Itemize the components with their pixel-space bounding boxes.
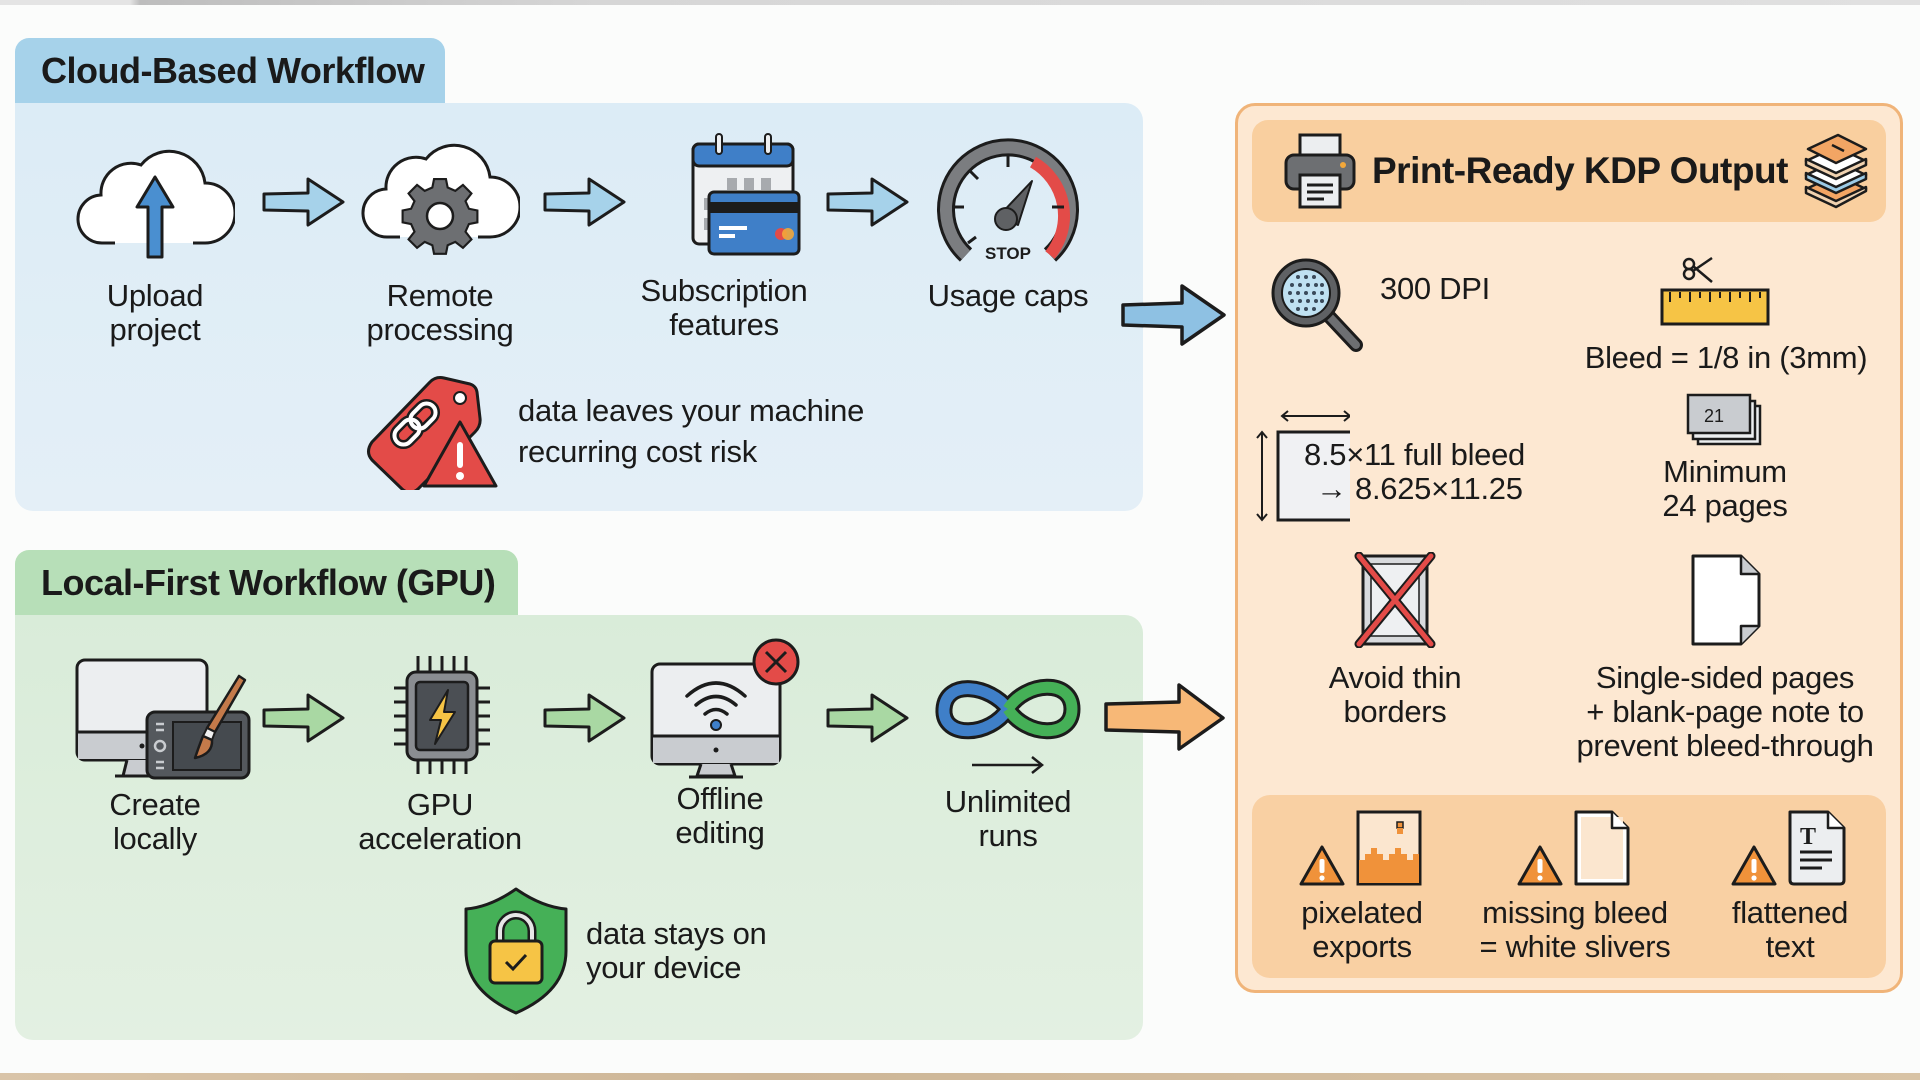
- note-line1: data leaves your machine: [518, 393, 865, 428]
- local-to-kdp-arrow: [1104, 683, 1225, 751]
- pixelated-image-icon: [1356, 810, 1422, 886]
- page-dimensions-icon: [1256, 410, 1350, 522]
- warning-triangle-icon: [1299, 845, 1345, 886]
- kdp-output-header: Print-Ready KDP Output: [1252, 120, 1886, 222]
- pitfall-label-line2: text: [1765, 929, 1815, 964]
- calendar-credit-card-icon: [691, 133, 801, 256]
- step-label-line2: project: [109, 312, 201, 347]
- printer-icon: [1284, 133, 1356, 209]
- spec-label-line2: + blank-page note to: [1586, 694, 1864, 729]
- cloud-risk-note: data leaves your machine recurring cost r…: [362, 372, 864, 490]
- spec-label-line2: 24 pages: [1662, 488, 1788, 523]
- spec-label-line1: Minimum: [1663, 454, 1787, 489]
- spec-label-line1: 8.5×11 full bleed: [1304, 437, 1525, 472]
- flow-arrow: [543, 177, 626, 227]
- spec-label-line1: Single-sided pages: [1595, 660, 1855, 695]
- step-label-line1: Usage caps: [927, 278, 1089, 313]
- kdp-output-title: Print-Ready KDP Output: [1372, 150, 1788, 191]
- step-label-line2: runs: [978, 818, 1038, 853]
- bottom-edge-bar: [0, 1073, 1920, 1080]
- page-number-badge: 21: [1704, 406, 1724, 426]
- speedometer-stop-icon: STOP: [937, 138, 1079, 263]
- page-stack-icon: 21: [1686, 393, 1762, 446]
- spec-label-line1: Avoid thin: [1328, 660, 1462, 695]
- spec-label-line2: borders: [1343, 694, 1447, 729]
- pitfall-label-line2: exports: [1312, 929, 1412, 964]
- cloud-workflow-heading: Cloud-Based Workflow: [15, 38, 445, 104]
- gauge-stop-label: STOP: [985, 244, 1031, 263]
- step-label-line1: Offline: [676, 781, 764, 816]
- infinity-icon: [935, 678, 1081, 774]
- flow-arrow: [543, 693, 626, 743]
- book-stack-icon: [1804, 133, 1868, 209]
- blank-page-icon: [1691, 554, 1761, 646]
- step-label-line1: Remote: [386, 278, 494, 313]
- flow-arrow: [262, 693, 345, 743]
- local-workflow-heading: Local-First Workflow (GPU): [15, 550, 518, 616]
- cloud-step-usage-caps: STOP Usage caps: [898, 135, 1118, 313]
- flow-arrow: [826, 693, 909, 743]
- scissors-ruler-icon: [1660, 256, 1770, 326]
- price-tag-warning-icon: [367, 376, 498, 490]
- step-label-line2: processing: [366, 312, 514, 347]
- spec-label-line3: prevent bleed-through: [1576, 728, 1874, 763]
- kdp-spec-bleed: Bleed = 1/8 in (3mm): [1566, 252, 1886, 375]
- step-label-line2: editing: [675, 815, 765, 850]
- shield-lock-icon: [464, 887, 568, 1015]
- pitfall-missing-bleed: missing bleed= white slivers: [1470, 808, 1680, 964]
- svg-text:T: T: [1800, 824, 1816, 850]
- step-label-line1: Unlimited: [944, 784, 1072, 819]
- kdp-spec-dimensions: 8.5×11 full bleed → 8.625×11.25: [1250, 408, 1570, 528]
- note-line2: your device: [586, 950, 742, 985]
- note-line1: data stays on: [586, 916, 767, 951]
- step-label-line1: Upload: [106, 278, 204, 313]
- step-label-line2: locally: [112, 821, 198, 856]
- step-label-line2: acceleration: [358, 821, 522, 856]
- spec-label-line2: → 8.625×11.25: [1316, 471, 1523, 506]
- spec-label: 300 DPI: [1380, 271, 1490, 306]
- blank-document-icon: [1574, 810, 1630, 886]
- step-label-line1: Create: [109, 787, 201, 822]
- gpu-chip-lightning-icon: [394, 656, 490, 774]
- spec-label: Bleed = 1/8 in (3mm): [1584, 340, 1868, 375]
- crossed-border-icon: [1354, 551, 1436, 649]
- pitfall-label-line1: flattened: [1731, 895, 1849, 930]
- cloud-upload-icon: [76, 149, 235, 259]
- monitor-wifi-offline-icon: [650, 638, 800, 779]
- step-label-line1: Subscription: [640, 273, 808, 308]
- warning-triangle-icon: [1731, 845, 1777, 886]
- note-line2: recurring cost risk: [518, 434, 757, 469]
- pitfall-label-line1: missing bleed: [1482, 895, 1668, 930]
- magnifier-dots-icon: [1271, 258, 1363, 352]
- step-label-line1: GPU: [406, 787, 474, 822]
- local-workflow-title: Local-First Workflow (GPU): [41, 562, 496, 603]
- pitfall-label-line2: = white slivers: [1479, 929, 1671, 964]
- top-edge-bar: [0, 0, 1920, 5]
- warning-triangle-icon: [1517, 845, 1563, 886]
- monitor-drawing-tablet-icon: [75, 658, 251, 780]
- flow-arrow: [826, 177, 909, 227]
- flow-arrow: [262, 177, 345, 227]
- text-document-icon: T: [1788, 810, 1846, 886]
- cloud-to-kdp-arrow: [1121, 284, 1226, 346]
- pitfall-label-line1: pixelated: [1301, 895, 1423, 930]
- cloud-workflow-title: Cloud-Based Workflow: [41, 50, 425, 91]
- kdp-spec-dpi: 300 DPI: [1268, 255, 1490, 355]
- cloud-gear-icon: [361, 143, 520, 255]
- step-label-line2: features: [669, 307, 779, 342]
